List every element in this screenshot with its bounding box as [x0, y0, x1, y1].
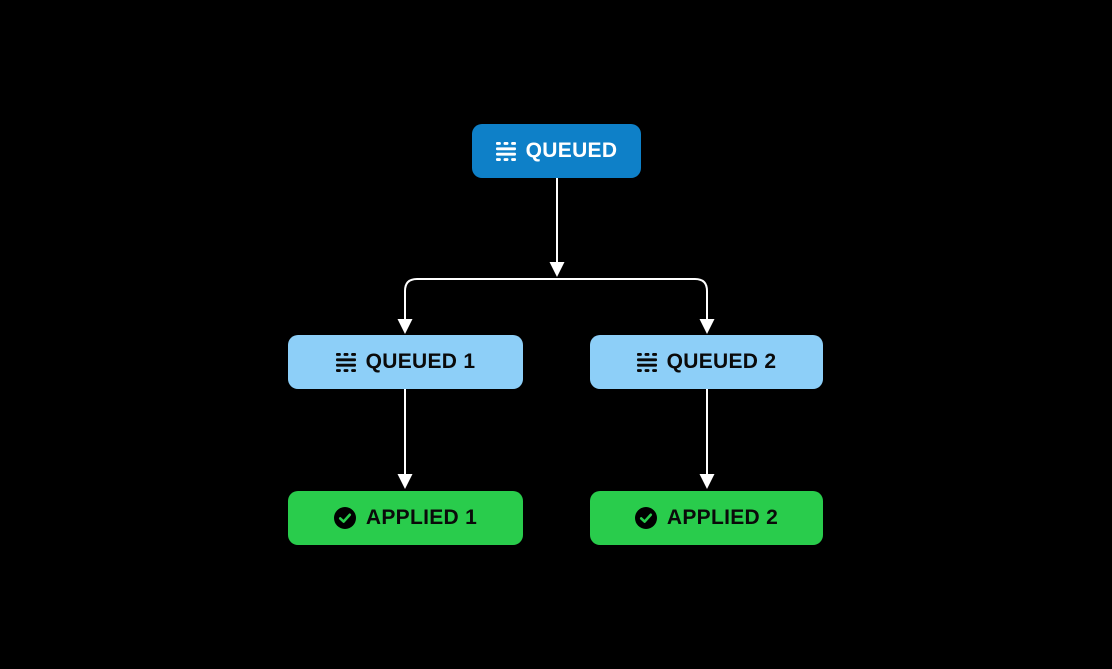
- arrowhead-applied1: [397, 474, 413, 489]
- arrowhead-queued1: [397, 319, 413, 334]
- queue-icon: [335, 352, 356, 372]
- node-label: QUEUED: [525, 139, 618, 162]
- queue-icon: [636, 352, 657, 372]
- node-label: APPLIED 2: [666, 506, 779, 529]
- node-queued[interactable]: QUEUED: [472, 124, 641, 178]
- node-queued-1[interactable]: QUEUED 1: [288, 335, 523, 389]
- node-label: QUEUED 1: [365, 350, 476, 373]
- edge-lines: [404, 178, 708, 475]
- arrowhead-applied2: [699, 474, 715, 489]
- arrowhead-trunk: [549, 262, 565, 277]
- node-label: QUEUED 2: [666, 350, 777, 373]
- check-circle-icon: [634, 507, 657, 529]
- node-label: APPLIED 1: [365, 506, 478, 529]
- check-circle-icon: [333, 507, 356, 529]
- node-queued-2[interactable]: QUEUED 2: [590, 335, 823, 389]
- arrowhead-queued2: [699, 319, 715, 334]
- queue-icon: [495, 141, 516, 161]
- node-applied-2[interactable]: APPLIED 2: [590, 491, 823, 545]
- node-applied-1[interactable]: APPLIED 1: [288, 491, 523, 545]
- edge-branch-split: [404, 278, 708, 320]
